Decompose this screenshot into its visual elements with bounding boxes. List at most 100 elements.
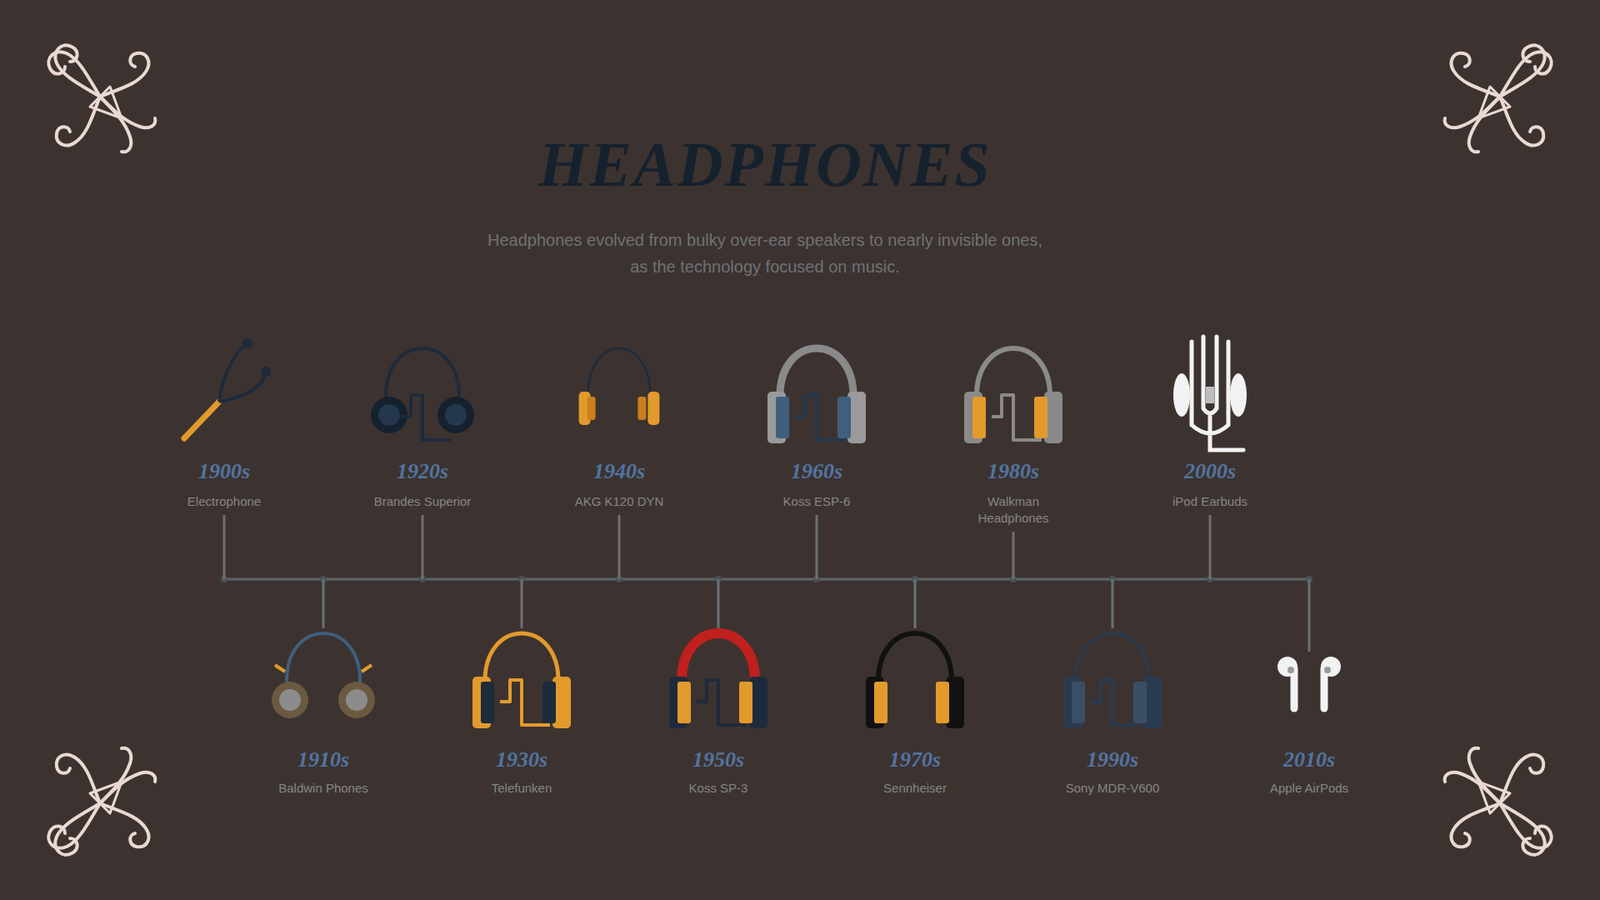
ear-pad: [874, 681, 888, 724]
handle: [184, 401, 220, 439]
decade-label: 1950s: [635, 746, 802, 774]
leader-line: [914, 579, 917, 629]
remote: [1205, 386, 1215, 404]
earbud: [1230, 373, 1247, 417]
decade-label: 2000s: [1126, 458, 1294, 485]
ear-cup: [271, 681, 309, 719]
model-name: Brandes Superior: [368, 493, 477, 510]
leader-line: [421, 515, 425, 580]
ear-pad: [279, 689, 301, 711]
decade-label: 1990s: [1029, 746, 1196, 774]
ear-pad: [739, 681, 753, 724]
headphone-icon: [184, 338, 271, 439]
decade-label: 1910s: [240, 746, 407, 774]
leader-line: [1209, 515, 1212, 580]
ear-pad: [480, 681, 495, 724]
title: HEADPHONES: [390, 126, 1140, 202]
headband: [1075, 633, 1150, 684]
headband: [286, 633, 360, 684]
leader-line: [1308, 579, 1311, 652]
earpiece: [260, 366, 271, 377]
model-name: Apple AirPods: [1246, 780, 1372, 797]
earbud: [1277, 656, 1298, 677]
ear-pad: [587, 396, 596, 420]
ear-pad: [1034, 396, 1048, 439]
ear-pad: [837, 396, 851, 439]
corner-flourish: [48, 45, 155, 152]
model-name: Koss SP-3: [655, 780, 781, 797]
headband: [681, 633, 755, 684]
ear-pad: [345, 689, 368, 711]
corner-flourish: [1445, 748, 1552, 855]
headphone-icon: [1173, 336, 1247, 450]
headphone-icon: [472, 633, 571, 729]
headband: [385, 348, 460, 399]
cable: [500, 680, 550, 725]
model-name: Baldwin Phones: [260, 780, 386, 797]
decade-label: 1900s: [140, 458, 308, 485]
speaker-grille: [1324, 666, 1331, 674]
headphone-icon: [1063, 633, 1162, 729]
axis-line: [224, 578, 1310, 581]
subtitle-text: Headphones evolved from bulky over-ear s…: [481, 226, 1049, 280]
cable: [400, 395, 451, 440]
model-name: Koss ESP-6: [762, 493, 871, 510]
ear-pad: [972, 396, 986, 439]
speaker-grille: [1287, 666, 1295, 674]
band-tip: [275, 665, 285, 672]
earbud: [1173, 373, 1190, 417]
leader-line: [520, 579, 524, 629]
headphone-icon: [964, 348, 1063, 444]
leader-line: [1111, 579, 1115, 629]
decade-label: 1940s: [535, 458, 703, 485]
band-tip: [361, 665, 372, 672]
headphone-icons: [184, 336, 1341, 729]
ear-pad: [775, 396, 790, 439]
decade-label: 2010s: [1225, 746, 1393, 774]
cable: [1090, 680, 1141, 725]
headband: [976, 348, 1050, 399]
headband: [485, 633, 559, 684]
corner-flourish: [1445, 45, 1552, 152]
ear-pad: [378, 404, 400, 426]
ear-cup: [338, 681, 375, 719]
headphone-icon: [579, 348, 660, 425]
earpiece: [242, 338, 253, 349]
leader-line: [1012, 531, 1015, 580]
headband: [588, 348, 651, 399]
model-name: AKG K120 DYN: [565, 493, 674, 510]
ear-pad: [935, 681, 950, 724]
ear-pad: [1133, 681, 1147, 724]
cable: [795, 395, 845, 440]
decade-label: 1930s: [438, 746, 605, 774]
headphone-icon: [865, 633, 965, 729]
headphone-icon: [1277, 656, 1341, 709]
ear-pad: [1071, 681, 1085, 724]
leader-line: [322, 579, 325, 629]
ear-cup: [647, 391, 660, 425]
model-name: iPod Earbuds: [1155, 493, 1265, 510]
leader-line: [223, 515, 226, 580]
cable: [696, 680, 747, 725]
decade-label: 1970s: [831, 746, 999, 774]
leader-line: [618, 515, 621, 580]
cable: [991, 395, 1042, 440]
ear-pad: [445, 404, 467, 426]
model-name: Sennheiser: [852, 780, 978, 797]
headphone-icon: [271, 633, 375, 719]
leader-lines: [224, 515, 1310, 652]
model-name: Walkman Headphones: [959, 493, 1068, 527]
decade-label: 1960s: [733, 458, 900, 485]
model-name: Electrophone: [170, 493, 279, 510]
headband: [780, 348, 854, 399]
corner-flourish: [48, 748, 155, 855]
earpiece-frame: [219, 343, 266, 402]
ear-pad: [637, 396, 646, 420]
ear-pad: [542, 681, 556, 724]
decade-label: 1980s: [930, 458, 1097, 485]
model-name: Sony MDR-V600: [1050, 780, 1175, 797]
model-name: Telefunken: [459, 780, 585, 797]
leader-line: [815, 515, 819, 580]
earbud: [1320, 656, 1341, 677]
